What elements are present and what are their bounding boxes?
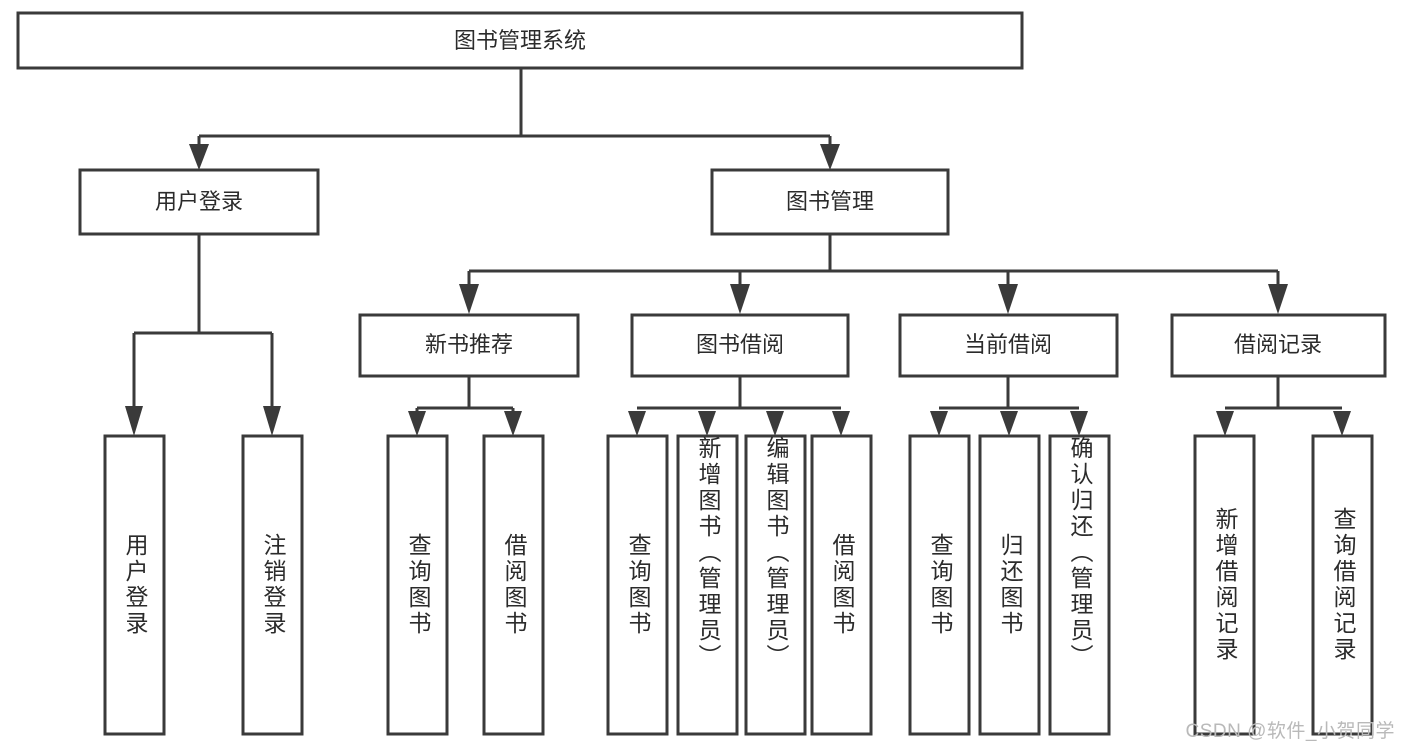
connectors-root-to-level2 bbox=[189, 68, 840, 170]
connectors-login-to-leaves bbox=[125, 234, 281, 436]
leaf-boxes[interactable] bbox=[103, 434, 1374, 736]
arrow-head-leaf2 bbox=[263, 406, 281, 436]
node-current-label: 当前借阅 bbox=[964, 332, 1052, 357]
node-login-box[interactable] bbox=[78, 168, 320, 236]
connectors-records-to-leaves bbox=[1216, 376, 1351, 436]
arrow-head-bookmgmt bbox=[820, 144, 840, 170]
node-borrow[interactable]: 图书借阅 bbox=[630, 313, 850, 378]
arrow-head-leaf6 bbox=[698, 411, 716, 436]
node-leaf7-box[interactable] bbox=[744, 434, 807, 736]
arrow-head-leaf9 bbox=[930, 411, 948, 436]
node-newbook-box[interactable] bbox=[358, 313, 580, 378]
arrow-head-leaf7 bbox=[766, 411, 784, 436]
node-records-label: 借阅记录 bbox=[1234, 332, 1322, 357]
node-leaf2-box[interactable] bbox=[241, 434, 304, 736]
arrow-head-leaf1 bbox=[125, 406, 143, 436]
node-newbook-label: 新书推荐 bbox=[425, 332, 513, 357]
arrow-head-newbook bbox=[459, 284, 479, 314]
node-leaf6-box[interactable] bbox=[676, 434, 739, 736]
arrow-head-leaf11 bbox=[1070, 411, 1088, 436]
arrow-head-current bbox=[998, 284, 1018, 314]
node-leaf8-box[interactable] bbox=[810, 434, 873, 736]
arrow-head-leaf4 bbox=[504, 411, 522, 436]
arrow-head-records bbox=[1268, 284, 1288, 314]
node-current[interactable]: 当前借阅 bbox=[898, 313, 1119, 378]
node-bookmgmt[interactable]: 图书管理 bbox=[710, 168, 950, 236]
node-leaf9-box[interactable] bbox=[908, 434, 971, 736]
node-newbook[interactable]: 新书推荐 bbox=[358, 313, 580, 378]
node-records-box[interactable] bbox=[1170, 313, 1387, 378]
arrow-head-borrow bbox=[730, 284, 750, 314]
node-bookmgmt-label: 图书管理 bbox=[786, 189, 874, 214]
connectors-borrow-to-leaves bbox=[628, 376, 850, 436]
node-root-box[interactable] bbox=[16, 11, 1024, 70]
node-leaf13-box[interactable] bbox=[1311, 434, 1374, 736]
arrow-head-leaf8 bbox=[832, 411, 850, 436]
node-leaf10-box[interactable] bbox=[978, 434, 1041, 736]
node-records[interactable]: 借阅记录 bbox=[1170, 313, 1387, 378]
node-root-label: 图书管理系统 bbox=[454, 28, 586, 53]
arrow-head-leaf13 bbox=[1333, 411, 1351, 436]
arrow-head-leaf10 bbox=[1000, 411, 1018, 436]
node-login[interactable]: 用户登录 bbox=[78, 168, 320, 236]
csdn-watermark: CSDN @软件_小贺同学 bbox=[1185, 721, 1395, 742]
node-bookmgmt-box[interactable] bbox=[710, 168, 950, 236]
node-leaf12-box[interactable] bbox=[1193, 434, 1256, 736]
node-borrow-label: 图书借阅 bbox=[696, 332, 784, 357]
node-login-label: 用户登录 bbox=[155, 189, 243, 214]
connectors-current-to-leaves bbox=[930, 376, 1088, 436]
node-leaf11-box[interactable] bbox=[1048, 434, 1111, 736]
arrow-head-leaf3 bbox=[408, 411, 426, 436]
arrow-head-leaf12 bbox=[1216, 411, 1234, 436]
connectors-bookmgmt-to-level3 bbox=[459, 234, 1288, 314]
node-leaf4-box[interactable] bbox=[482, 434, 545, 736]
arrow-head-login bbox=[189, 144, 209, 170]
node-leaf3-box[interactable] bbox=[386, 434, 449, 736]
node-leaf5-box[interactable] bbox=[606, 434, 669, 736]
arrow-head-leaf5 bbox=[628, 411, 646, 436]
connectors-newbook-to-leaves bbox=[408, 376, 522, 436]
node-borrow-box[interactable] bbox=[630, 313, 850, 378]
node-leaf1-box[interactable] bbox=[103, 434, 166, 736]
node-root[interactable]: 图书管理系统 bbox=[16, 11, 1024, 70]
node-current-box[interactable] bbox=[898, 313, 1119, 378]
